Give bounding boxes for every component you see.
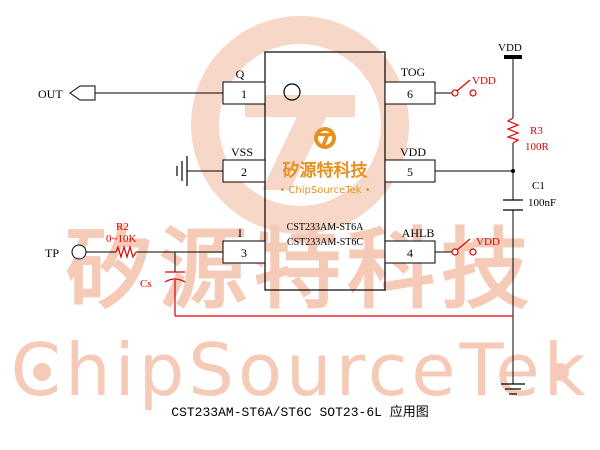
- switch-ahlb-icon: [451, 238, 477, 256]
- tp-pad-icon: [71, 244, 87, 260]
- ground-main-icon: [501, 383, 525, 395]
- resistor-r2-icon: [115, 244, 137, 260]
- pin-3: 3 I: [222, 226, 266, 264]
- out-arrow-icon: [69, 85, 96, 101]
- pin-5-name: VDD: [400, 145, 426, 159]
- label-r3-value: 100R: [525, 141, 550, 153]
- pin-3-number: 3: [241, 246, 247, 260]
- pin-2-name: VSS: [231, 145, 253, 159]
- watermark-dot-right: [551, 363, 569, 381]
- junction-dot: [511, 169, 515, 173]
- watermark: 矽源特科技 ChipSourceTek: [11, 16, 590, 412]
- pin-1-name: Q: [236, 67, 245, 81]
- vdd-supply-icon: [504, 55, 522, 59]
- chip-logo-cn: 矽源特科技: [283, 160, 369, 181]
- pin-4: 4 AHLB: [384, 226, 436, 264]
- pin-6: 6 TOG: [384, 65, 436, 105]
- capacitor-cs-icon: [164, 271, 513, 317]
- label-c1-name: C1: [532, 180, 545, 192]
- pin-4-name: AHLB: [402, 226, 435, 240]
- label-tp: TP: [45, 246, 59, 260]
- label-r3-name: R3: [530, 125, 543, 137]
- chip-model-a: CST233AM-ST6A: [287, 222, 364, 233]
- figure-caption: CST233AM-ST6A/ST6C SOT23-6L 应用图: [171, 404, 428, 420]
- pin-5-number: 5: [407, 165, 413, 179]
- watermark-en-text: ChipSourceTek: [11, 328, 590, 412]
- label-c1-value: 100nF: [528, 197, 556, 209]
- chip-logo-icon: [314, 127, 336, 149]
- pin-6-number: 6: [407, 87, 413, 101]
- label-vdd-top: VDD: [498, 42, 522, 54]
- ground-vss-icon: [176, 156, 188, 186]
- capacitor-c1-icon: [503, 199, 523, 211]
- pin-5: 5 VDD: [384, 145, 436, 183]
- label-vdd-tog: VDD: [472, 75, 496, 87]
- watermark-logo-mark: [245, 95, 355, 190]
- label-r2-value: 0~10K: [106, 233, 136, 245]
- wires: [86, 58, 514, 384]
- resistor-r3-icon: [506, 117, 520, 144]
- label-vdd-ahlb: VDD: [476, 236, 500, 248]
- ic-package: 矽源特科技 • ChipSourceTek • CST233AM-ST6A CS…: [264, 51, 386, 291]
- pin-3-name: I: [238, 226, 242, 240]
- watermark-cn-text: 矽源特科技: [65, 218, 535, 321]
- pin-4-number: 4: [407, 246, 413, 260]
- pin-2-number: 2: [241, 165, 247, 179]
- pin1-marker: [283, 83, 301, 101]
- watermark-dot-left: [33, 363, 51, 381]
- label-r2-name: R2: [116, 221, 129, 233]
- pin-2: 2 VSS: [222, 145, 266, 183]
- watermark-logo: [191, 16, 409, 234]
- switch-tog-icon: [451, 79, 477, 97]
- label-cs: Cs: [140, 278, 152, 290]
- label-out: OUT: [38, 87, 63, 101]
- chip-logo-en: • ChipSourceTek •: [279, 185, 370, 196]
- chip-model-c: CST233AM-ST6C: [287, 237, 363, 248]
- pin-6-name: TOG: [401, 65, 426, 79]
- pin-1-number: 1: [241, 87, 247, 101]
